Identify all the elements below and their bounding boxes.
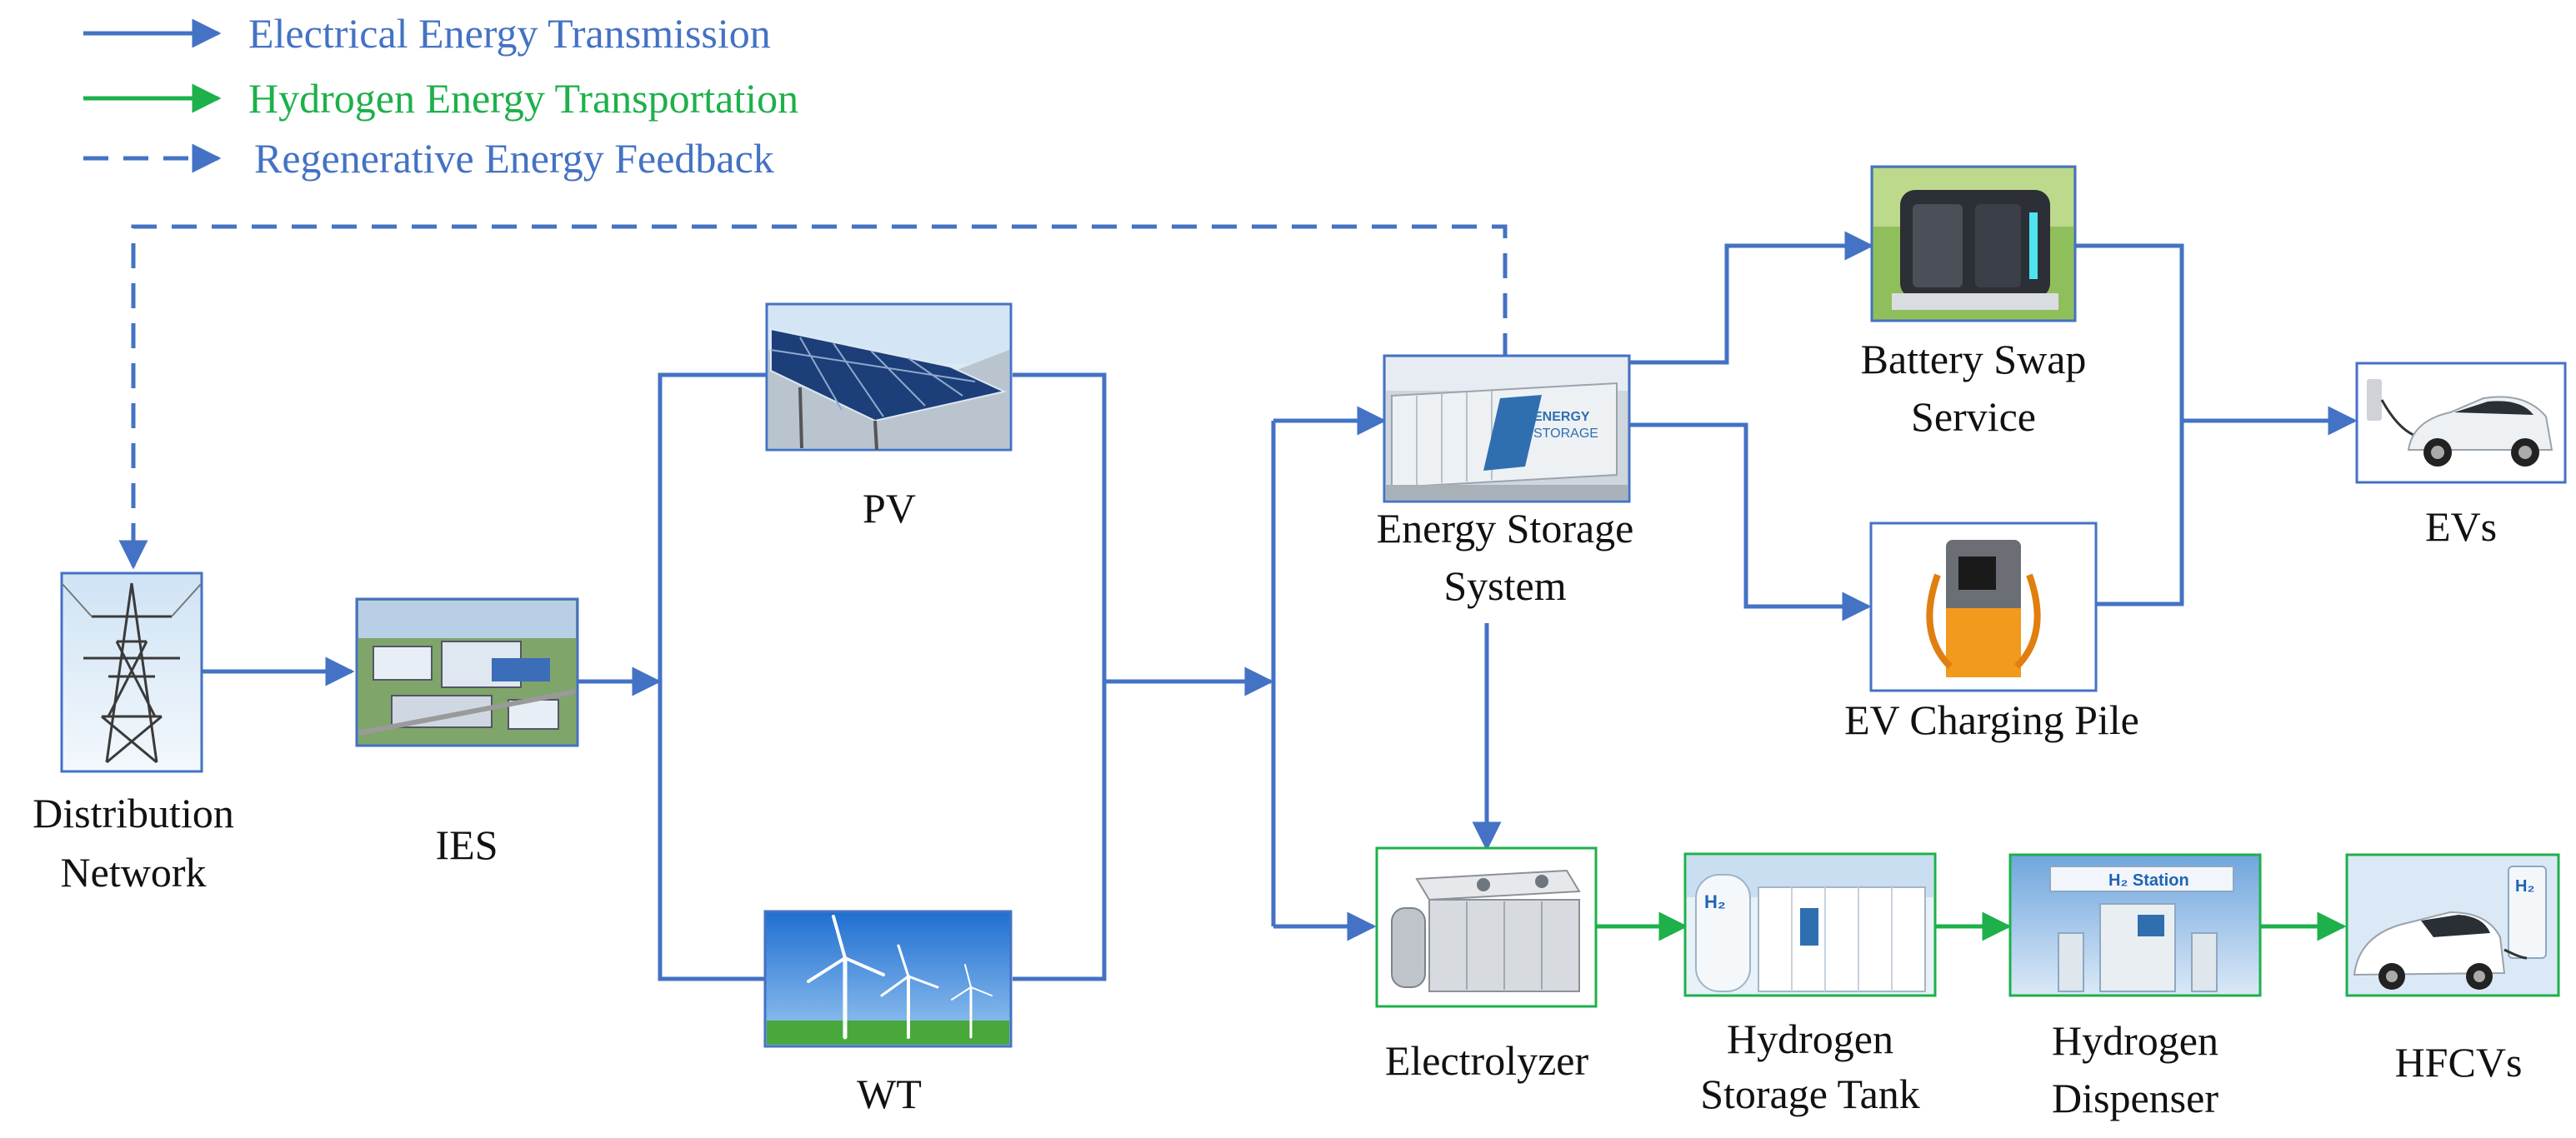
node-distribution-network: Distribution Network bbox=[33, 571, 234, 896]
connectors bbox=[118, 224, 2358, 981]
distribution-label-line2: Network bbox=[61, 849, 207, 896]
electrolyzer-label: Electrolyzer bbox=[1385, 1037, 1589, 1084]
node-pv: PV bbox=[765, 302, 1013, 532]
connector-to-evs bbox=[2075, 243, 2354, 606]
arrow-ess-to-battery-swap bbox=[1629, 231, 1874, 365]
wt-label: WT bbox=[857, 1071, 922, 1117]
ess-badge-line1: ENERGY bbox=[1533, 410, 1590, 424]
battery-swap-label-line1: Battery Swap bbox=[1861, 336, 2087, 382]
fuel-cell-car-icon: H₂ bbox=[2353, 866, 2547, 990]
distribution-label-line1: Distribution bbox=[33, 790, 234, 836]
battery-swap-station-icon bbox=[1873, 168, 2073, 310]
ess-badge-line2: STORAGE bbox=[1533, 427, 1598, 441]
node-wt: WT bbox=[763, 910, 1013, 1117]
solar-panel-icon bbox=[768, 306, 1009, 451]
hfcvs-label: HFCVs bbox=[2395, 1039, 2523, 1086]
connector-pv-wt-loop bbox=[658, 372, 1107, 981]
charging-pile-icon bbox=[1926, 540, 2041, 677]
hydrogen-tank-icon: H₂ bbox=[1687, 856, 1933, 992]
transmission-tower-icon bbox=[61, 582, 203, 764]
hydrogen-tank-badge: H₂ bbox=[1704, 891, 1726, 912]
hydrogen-dispenser-icon: H₂ Station bbox=[2049, 866, 2234, 992]
node-electrolyzer: Electrolyzer bbox=[1375, 846, 1598, 1084]
node-hydrogen-storage-tank: H₂ Hydrogen Storage Tank bbox=[1683, 852, 1937, 1117]
pv-label: PV bbox=[863, 485, 916, 532]
node-evs: EVs bbox=[2355, 362, 2567, 550]
battery-swap-label-line2: Service bbox=[1911, 393, 2036, 440]
hydrogen-dispenser-label-line2: Dispenser bbox=[2052, 1075, 2218, 1121]
charging-pile-label: EV Charging Pile bbox=[1844, 696, 2139, 743]
ess-label-line1: Energy Storage bbox=[1377, 505, 1634, 552]
hydrogen-dispenser-label-line1: Hydrogen bbox=[2052, 1017, 2218, 1064]
energy-storage-container-icon: ENERGY STORAGE bbox=[1386, 357, 1628, 500]
hydrogen-dispenser-badge: H₂ Station bbox=[2108, 871, 2189, 890]
legend-feedback-label: Regenerative Energy Feedback bbox=[254, 135, 774, 182]
ies-label: IES bbox=[436, 821, 498, 868]
hydrogen-tank-label-line1: Hydrogen bbox=[1727, 1016, 1893, 1062]
hydrogen-tank-label-line2: Storage Tank bbox=[1700, 1071, 1920, 1117]
industrial-park-icon bbox=[358, 601, 577, 736]
node-ies: IES bbox=[355, 597, 579, 868]
electrolyzer-icon bbox=[1391, 869, 1581, 992]
hfcv-badge: H₂ bbox=[2515, 877, 2534, 896]
electric-car-icon bbox=[2367, 379, 2553, 467]
node-energy-storage-system: ENERGY STORAGE Energy Storage System bbox=[1377, 354, 1634, 609]
legend-hydrogen-label: Hydrogen Energy Transportation bbox=[248, 75, 798, 122]
ess-label-line2: System bbox=[1443, 562, 1566, 609]
node-hydrogen-dispenser: H₂ Station Hydrogen Dispenser bbox=[2008, 853, 2262, 1121]
evs-label: EVs bbox=[2425, 503, 2497, 550]
node-battery-swap-service: Battery Swap Service bbox=[1861, 165, 2087, 440]
legend-electrical-label: Electrical Energy Transmission bbox=[248, 10, 771, 57]
arrow-ess-to-charging-pile bbox=[1629, 422, 1872, 621]
legend: Electrical Energy Transmission Hydrogen … bbox=[83, 10, 798, 182]
node-hfcvs: H₂ HFCVs bbox=[2345, 853, 2560, 1086]
node-ev-charging-pile: EV Charging Pile bbox=[1844, 522, 2139, 743]
wind-turbine-icon bbox=[767, 915, 1009, 1045]
feedback-dashed-arrow bbox=[118, 224, 1508, 570]
